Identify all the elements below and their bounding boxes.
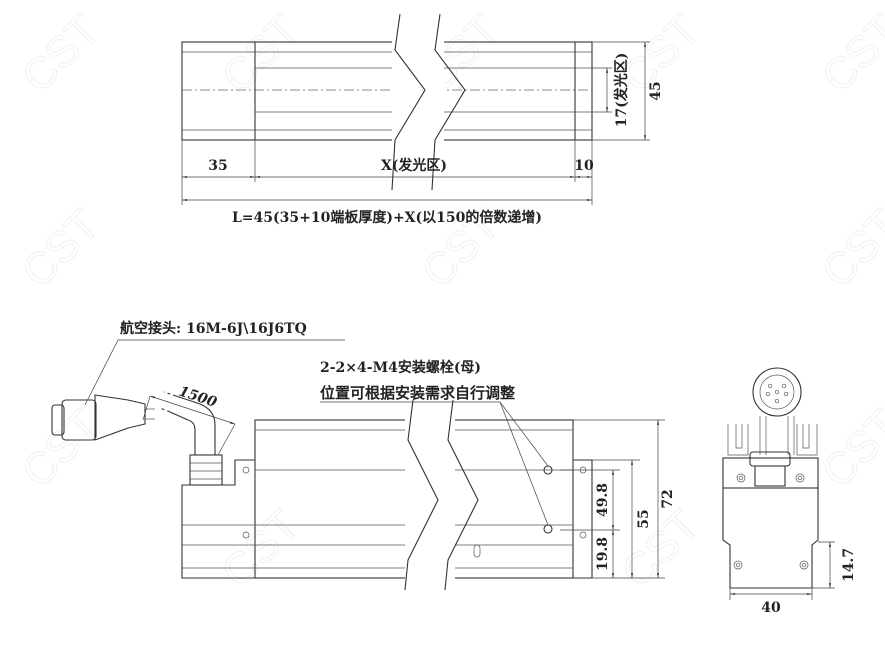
- dim-72: 72: [660, 489, 676, 508]
- dim-height: 14.7: [841, 548, 857, 582]
- dim-left: 35: [208, 158, 227, 174]
- svg-text:CST: CST: [812, 5, 885, 102]
- side-view: 40 14.7: [722, 367, 857, 616]
- dim-right: 10: [574, 158, 594, 174]
- svg-text:CST: CST: [212, 5, 309, 102]
- svg-text:CST: CST: [812, 200, 885, 297]
- front-view: 航空接头: 16M-6J\16J6TQ 1500 2-2×4-M4安装螺栓(母)…: [51, 320, 676, 591]
- dim-19-8: 19.8: [595, 537, 611, 571]
- svg-text:CST: CST: [212, 500, 309, 597]
- connector-label: 航空接头: 16M-6J\16J6TQ: [120, 320, 307, 337]
- top-view: 35 X(发光区) 10 L=45(35+10端板厚度)+X(以150的倍数递增…: [181, 13, 664, 226]
- dim-light-zone: X(发光区): [381, 157, 447, 174]
- bolt-hole: [543, 524, 553, 534]
- connector-face: [752, 367, 802, 417]
- dim-49-8: 49.8: [595, 483, 611, 517]
- dim-width: 40: [761, 600, 781, 616]
- length-formula: L=45(35+10端板厚度)+X(以150的倍数递增): [232, 209, 542, 226]
- dim-55: 55: [636, 509, 652, 528]
- dim-total-height: 45: [648, 81, 664, 100]
- svg-text:CST: CST: [12, 5, 109, 102]
- dim-light-height: 17(发光区): [613, 53, 630, 128]
- svg-text:CST: CST: [12, 200, 109, 297]
- bolt-note-2: 位置可根据安装需求自行调整: [320, 384, 515, 402]
- svg-text:CST: CST: [812, 400, 885, 497]
- svg-text:CST: CST: [612, 500, 709, 597]
- bolt-note: 2-2×4-M4安装螺栓(母): [320, 359, 481, 376]
